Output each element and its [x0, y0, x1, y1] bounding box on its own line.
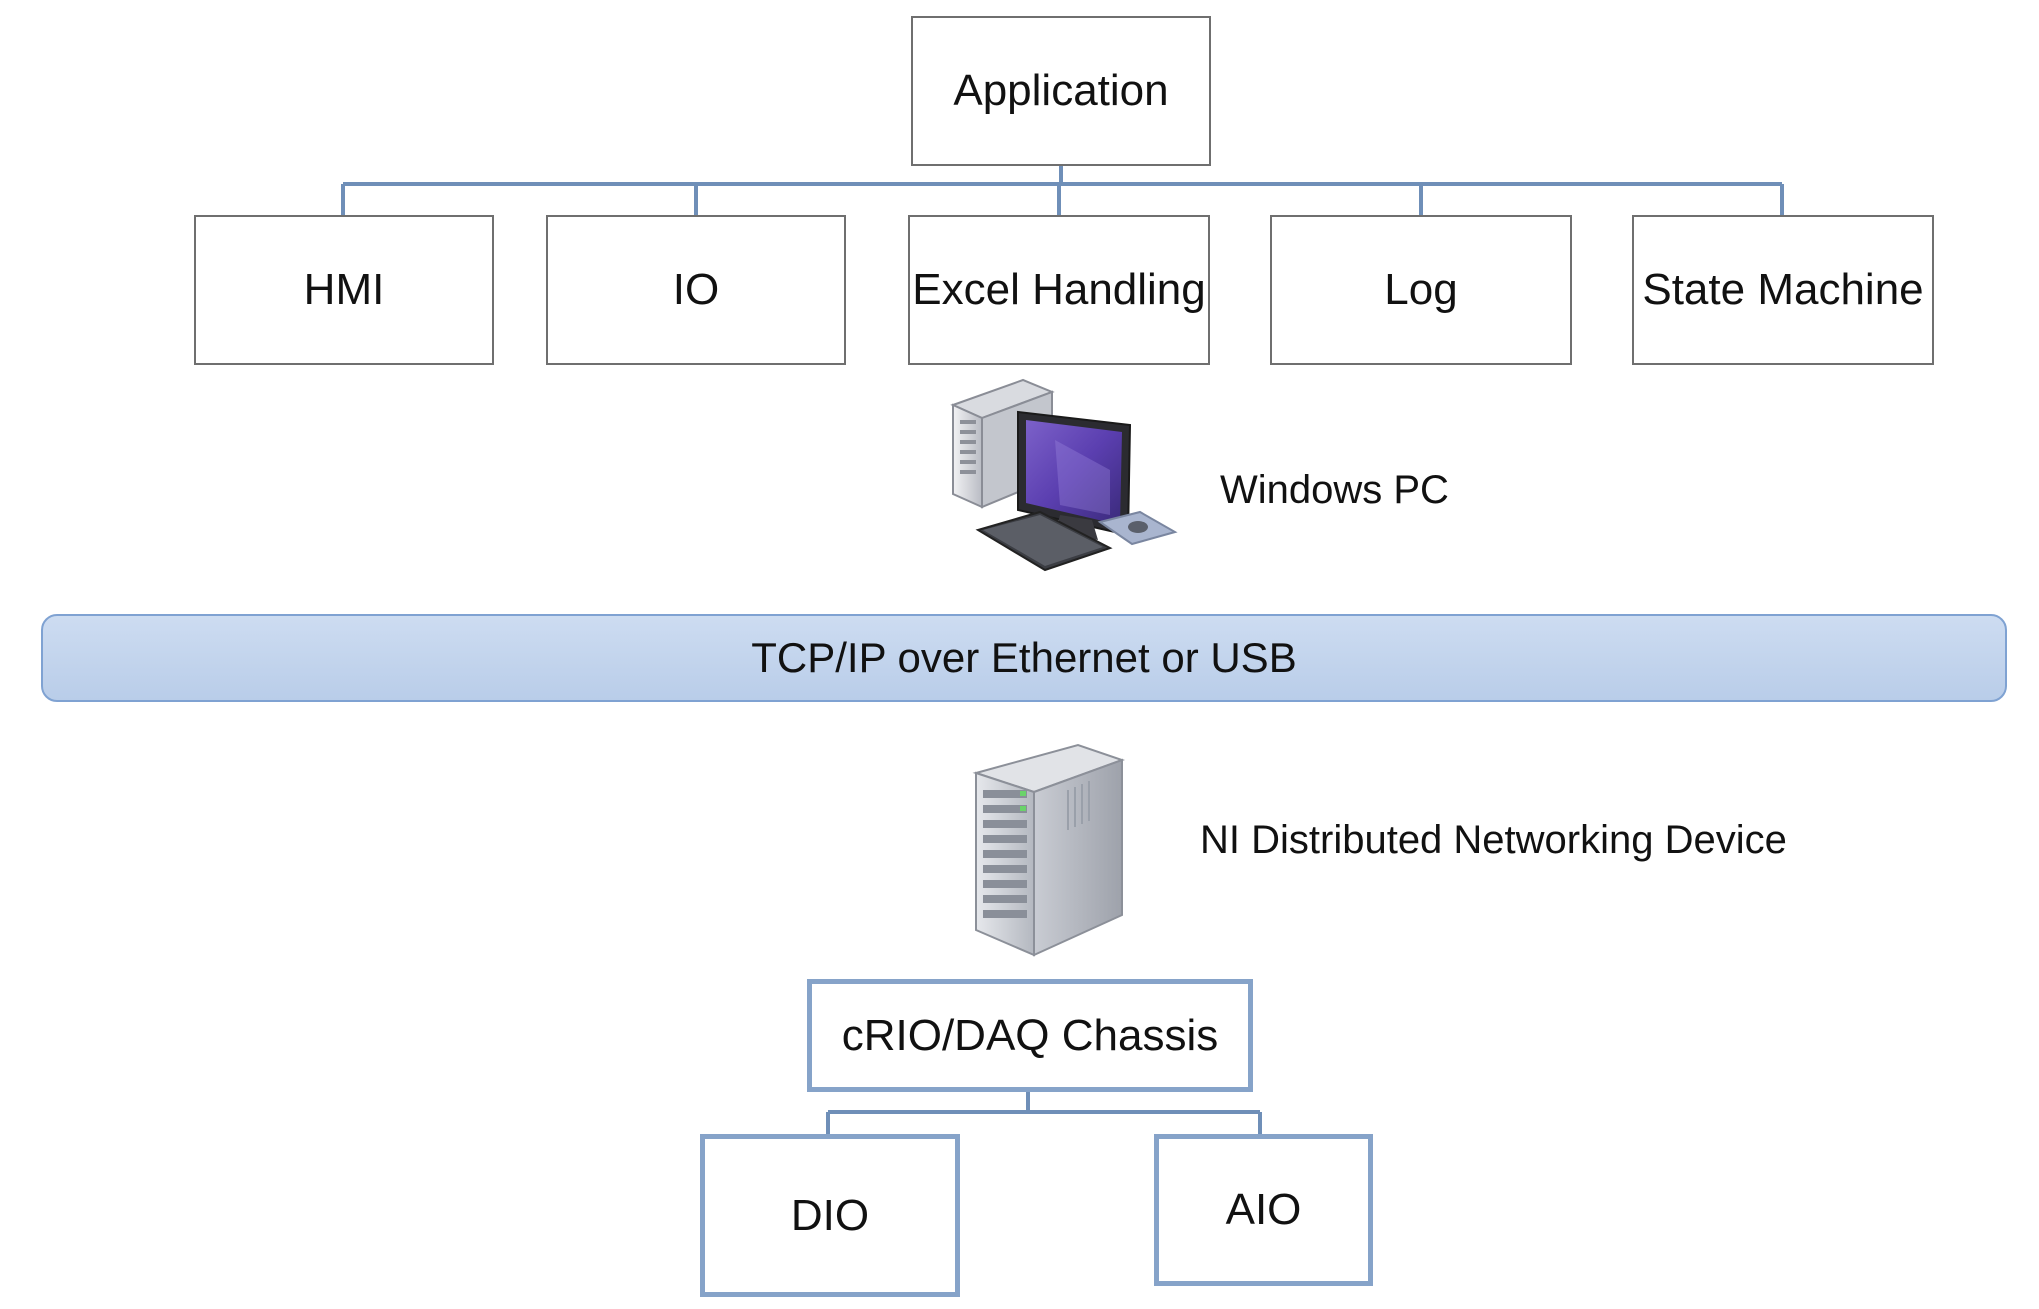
module-box-log: Log — [1270, 215, 1572, 365]
windows-pc-label: Windows PC — [1220, 468, 1449, 512]
chassis-label: cRIO/DAQ Chassis — [841, 1010, 1219, 1060]
network-bus: TCP/IP over Ethernet or USB — [41, 614, 2007, 702]
module-box-io: IO — [546, 215, 846, 365]
module-box-state-machine: State Machine — [1632, 215, 1934, 365]
application-label: Application — [953, 66, 1169, 115]
module-label: State Machine — [1642, 265, 1924, 314]
module-label: HMI — [303, 265, 385, 314]
bus-label: TCP/IP over Ethernet or USB — [751, 634, 1297, 681]
dio-box: DIO — [700, 1134, 960, 1297]
aio-box: AIO — [1154, 1134, 1373, 1286]
application-box: Application — [911, 16, 1211, 166]
module-box-excel-handling: Excel Handling — [908, 215, 1210, 365]
ni-device-label: NI Distributed Networking Device — [1200, 818, 1787, 862]
module-label: IO — [672, 265, 720, 314]
chassis-box: cRIO/DAQ Chassis — [807, 979, 1253, 1092]
module-label: Log — [1384, 265, 1458, 314]
module-box-hmi: HMI — [194, 215, 494, 365]
module-label: Excel Handling — [912, 265, 1206, 314]
dio-label: DIO — [790, 1190, 870, 1240]
aio-label: AIO — [1225, 1185, 1302, 1234]
